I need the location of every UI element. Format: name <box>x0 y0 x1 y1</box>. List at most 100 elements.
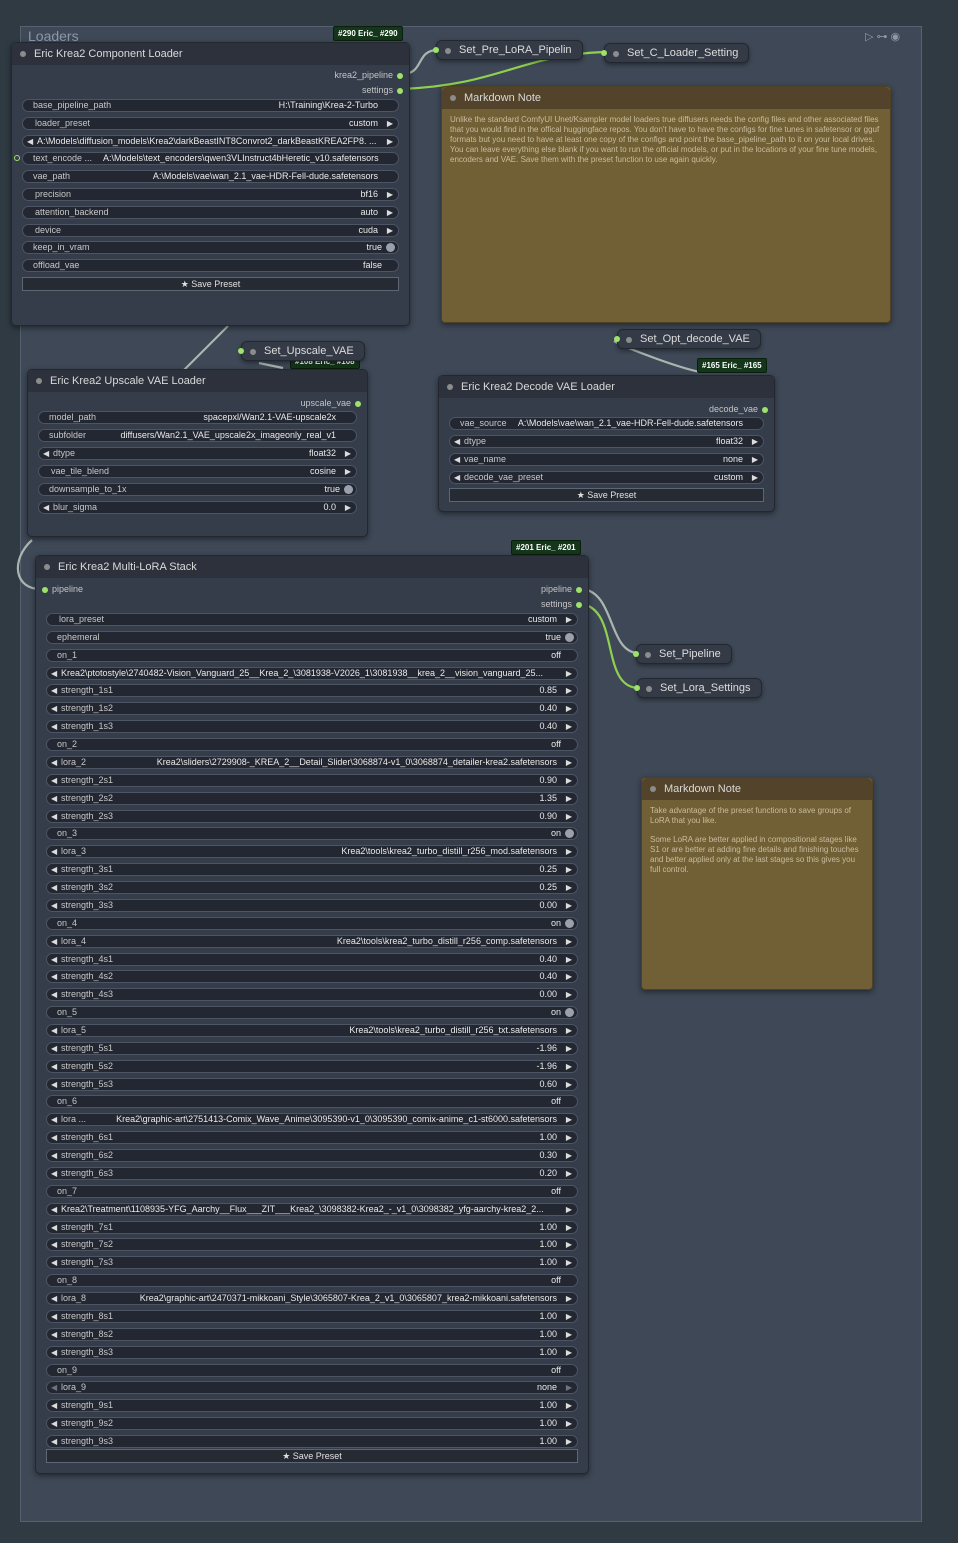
play-icon[interactable]: ▷ <box>865 31 877 43</box>
decrement-arrow-icon[interactable]: ◀ <box>454 455 461 464</box>
increment-arrow-icon[interactable]: ▶ <box>565 1383 572 1393</box>
output-settings[interactable]: settings <box>362 85 403 95</box>
increment-arrow-icon[interactable]: ▶ <box>565 775 572 785</box>
decrement-arrow-icon[interactable]: ◀ <box>51 954 58 964</box>
decrement-arrow-icon[interactable]: ◀ <box>43 449 50 458</box>
increment-arrow-icon[interactable]: ▶ <box>344 503 351 512</box>
decrement-arrow-icon[interactable]: ◀ <box>51 847 58 857</box>
widget-lora[interactable]: ◀lora ...Krea2\graphic-art\2751413-Comix… <box>46 1113 578 1127</box>
input-slot-icon[interactable] <box>614 336 620 342</box>
decrement-arrow-icon[interactable]: ◀ <box>51 704 58 714</box>
increment-arrow-icon[interactable]: ▶ <box>344 449 351 458</box>
note-title[interactable]: Markdown Note <box>442 87 890 109</box>
increment-arrow-icon[interactable]: ▶ <box>565 811 572 821</box>
increment-arrow-icon[interactable]: ▶ <box>565 1240 572 1250</box>
increment-arrow-icon[interactable]: ▶ <box>565 1437 572 1447</box>
decrement-arrow-icon[interactable]: ◀ <box>51 1115 58 1125</box>
toggle-knob-icon[interactable] <box>386 243 395 253</box>
decrement-arrow-icon[interactable]: ◀ <box>51 1133 58 1143</box>
increment-arrow-icon[interactable]: ▶ <box>565 972 572 982</box>
decrement-arrow-icon[interactable]: ◀ <box>51 1026 58 1035</box>
widget-path-value[interactable]: ◀Krea2\Treatment\1108935-YFG_Aarchy__Flu… <box>46 1202 578 1216</box>
output-slot-icon[interactable] <box>576 586 582 593</box>
increment-arrow-icon[interactable]: ▶ <box>386 118 393 128</box>
decrement-arrow-icon[interactable]: ◀ <box>43 503 50 512</box>
decrement-arrow-icon[interactable]: ◀ <box>51 1401 58 1411</box>
increment-arrow-icon[interactable]: ▶ <box>565 1294 572 1304</box>
toggle-knob-icon[interactable] <box>344 485 353 494</box>
widget-strength-5s1[interactable]: ◀strength_5s1-1.96▶ <box>46 1041 578 1055</box>
increment-arrow-icon[interactable]: ▶ <box>565 1401 572 1411</box>
decrement-arrow-icon[interactable]: ◀ <box>51 1061 58 1071</box>
node-title[interactable]: Eric Krea2 Upscale VAE Loader <box>28 370 367 392</box>
save-preset-button[interactable]: ★ Save Preset <box>449 488 764 502</box>
input-slot-icon[interactable] <box>42 586 48 593</box>
decrement-arrow-icon[interactable]: ◀ <box>51 811 58 821</box>
decrement-arrow-icon[interactable]: ◀ <box>51 1043 58 1053</box>
increment-arrow-icon[interactable]: ▶ <box>386 207 393 217</box>
decrement-arrow-icon[interactable]: ◀ <box>51 1204 58 1214</box>
output-settings[interactable]: settings <box>541 599 582 609</box>
decrement-arrow-icon[interactable]: ◀ <box>51 990 58 1000</box>
output-pipeline[interactable]: pipeline <box>541 584 582 594</box>
decrement-arrow-icon[interactable]: ◀ <box>51 757 58 767</box>
set-upscale-vae-node[interactable]: Set_Upscale_VAE <box>238 341 365 361</box>
decrement-arrow-icon[interactable]: ◀ <box>51 865 58 875</box>
collapse-dot-icon[interactable] <box>646 686 652 692</box>
collapse-dot-icon[interactable] <box>447 384 453 390</box>
widget-path-value[interactable]: ◀A:\Models\diffusion_models\Krea2\darkBe… <box>22 134 399 148</box>
set-opt-decode-node[interactable]: Set_Opt_decode_VAE <box>614 329 761 349</box>
increment-arrow-icon[interactable]: ▶ <box>565 954 572 964</box>
decrement-arrow-icon[interactable]: ◀ <box>51 1168 58 1178</box>
increment-arrow-icon[interactable]: ▶ <box>565 668 572 678</box>
increment-arrow-icon[interactable]: ▶ <box>565 686 572 696</box>
increment-arrow-icon[interactable]: ▶ <box>565 757 572 767</box>
decrement-arrow-icon[interactable]: ◀ <box>51 686 58 696</box>
increment-arrow-icon[interactable]: ▶ <box>565 900 572 910</box>
decrement-arrow-icon[interactable]: ◀ <box>51 668 58 678</box>
markdown-note-lora[interactable]: Markdown Note Take advantage of the pres… <box>641 777 873 990</box>
increment-arrow-icon[interactable]: ▶ <box>565 1079 572 1089</box>
collapse-dot-icon[interactable] <box>450 95 456 101</box>
input-slot-icon[interactable] <box>238 348 244 354</box>
increment-arrow-icon[interactable]: ▶ <box>565 936 572 946</box>
collapse-dot-icon[interactable] <box>650 786 656 792</box>
text-encoder-input-slot[interactable] <box>14 155 20 161</box>
increment-arrow-icon[interactable]: ▶ <box>565 704 572 714</box>
toggle-knob-icon[interactable] <box>565 632 574 642</box>
output-slot-icon[interactable] <box>397 87 403 94</box>
increment-arrow-icon[interactable]: ▶ <box>565 1043 572 1053</box>
increment-arrow-icon[interactable]: ▶ <box>565 1311 572 1321</box>
eye-icon[interactable]: ◉ <box>890 31 904 43</box>
increment-arrow-icon[interactable]: ▶ <box>565 1133 572 1143</box>
collapse-dot-icon[interactable] <box>20 51 26 57</box>
node-title[interactable]: Eric Krea2 Decode VAE Loader <box>439 376 774 398</box>
decrement-arrow-icon[interactable]: ◀ <box>51 936 58 946</box>
